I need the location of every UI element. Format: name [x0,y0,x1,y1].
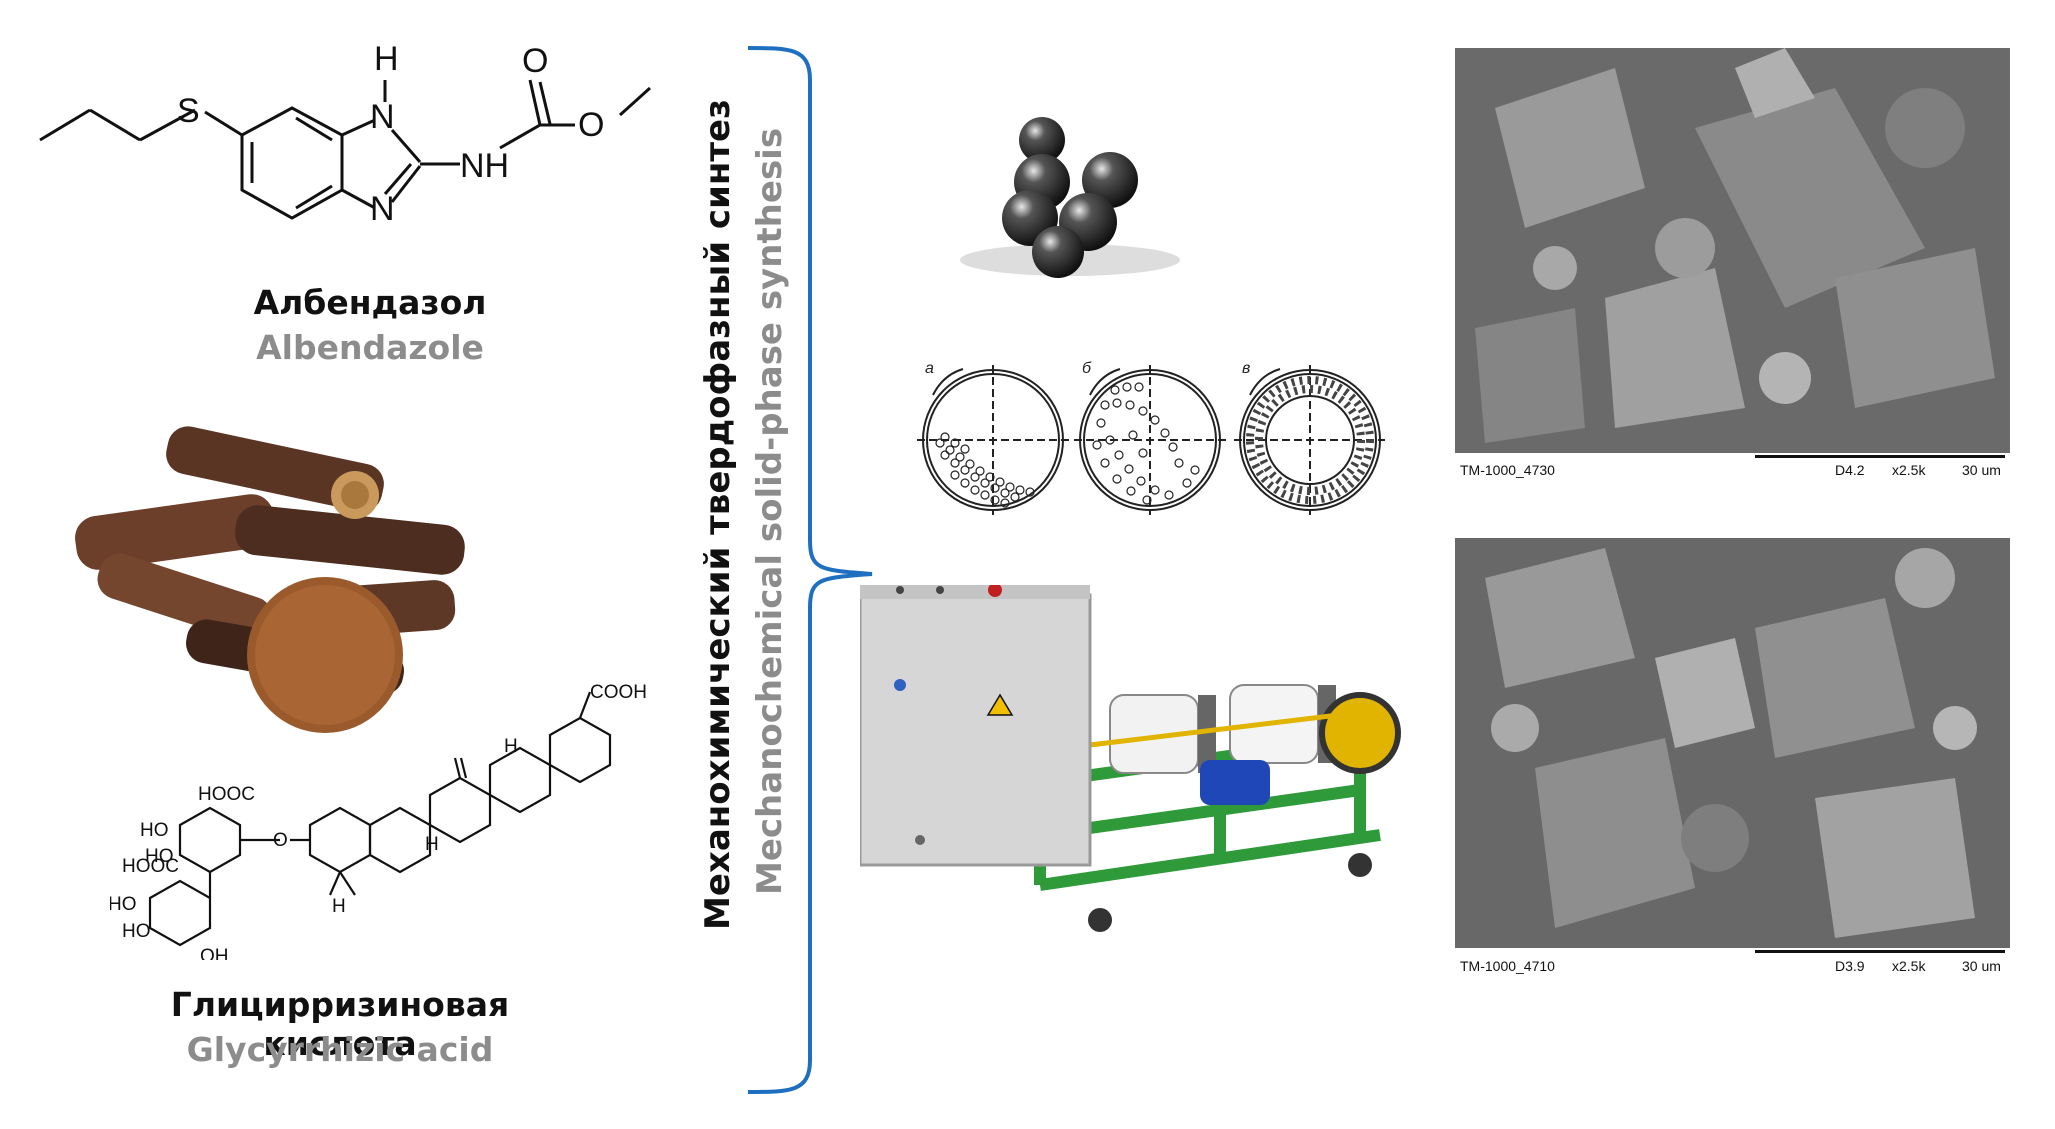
atom-h2: H [425,834,439,855]
atom-h3: H [332,896,346,917]
sem-1-detector: D4.2 [1835,462,1865,478]
sem-image-2 [1455,538,2010,948]
atom-s: S [177,92,200,130]
mill-mode-c [1234,365,1385,515]
mill-mode-b [1074,365,1226,515]
sem-1-id: TM-1000_4730 [1460,462,1555,478]
atom-ho4: HO [122,921,151,942]
atom-h1: H [504,736,518,757]
atom-ho3: HO [110,894,137,915]
atom-hooc1: HOOC [198,784,255,805]
atom-hooc2: HOOC [122,856,179,877]
atom-n2: N [370,190,395,228]
process-label-ru: Механохимический твердофазный синтез [698,99,738,930]
albendazole-structure: S H N N NH O O [39,40,652,228]
glycyrrhizic-label-en: Glycyrrhizic acid [186,1030,494,1069]
sem-image-1 [1455,48,2010,453]
atom-nh: NH [460,147,509,185]
atom-oh: OH [200,946,229,960]
atom-o2: O [578,106,604,144]
milling-balls-photo [960,117,1180,278]
atom-ho2: HO [145,846,174,867]
mill-mode-b-label: б [1082,360,1092,377]
albendazole-label-ru: Албендазол [253,283,487,322]
atom-cooh: COOH [590,682,647,703]
atom-o1: O [522,42,548,80]
sem-1-magnification: x2.5k [1892,462,1926,478]
atom-n1: N [370,98,395,136]
mill-mode-diagrams: а б в [917,360,1385,515]
glycyrrhizic-acid-structure: COOH HOOC HOOC HO HO HO HO OH O H H H [110,682,647,960]
glycyrrhizic-label-ru: Глицирризиновая кислота [170,985,510,1063]
sem-2-magnification: x2.5k [1892,958,1926,974]
mill-mode-c-label: в [1242,360,1250,377]
licorice-root-photo [75,426,465,733]
albendazole-label-en: Albendazole [256,328,484,367]
mill-mode-a [917,365,1069,515]
ball-mill-machine-photo [860,585,1401,932]
atom-ho1: HO [140,820,169,841]
mill-mode-a-label: а [925,360,934,377]
sem-2-detector: D3.9 [1835,958,1865,974]
sem-2-scale: 30 um [1962,958,2001,974]
sem-2-id: TM-1000_4710 [1460,958,1555,974]
atom-o: O [273,830,288,851]
atom-h: H [374,40,399,78]
sem-2-scalebar [1755,950,2005,953]
grouping-bracket [747,46,873,1094]
sem-1-scalebar [1755,455,2005,458]
sem-1-scale: 30 um [1962,462,2001,478]
